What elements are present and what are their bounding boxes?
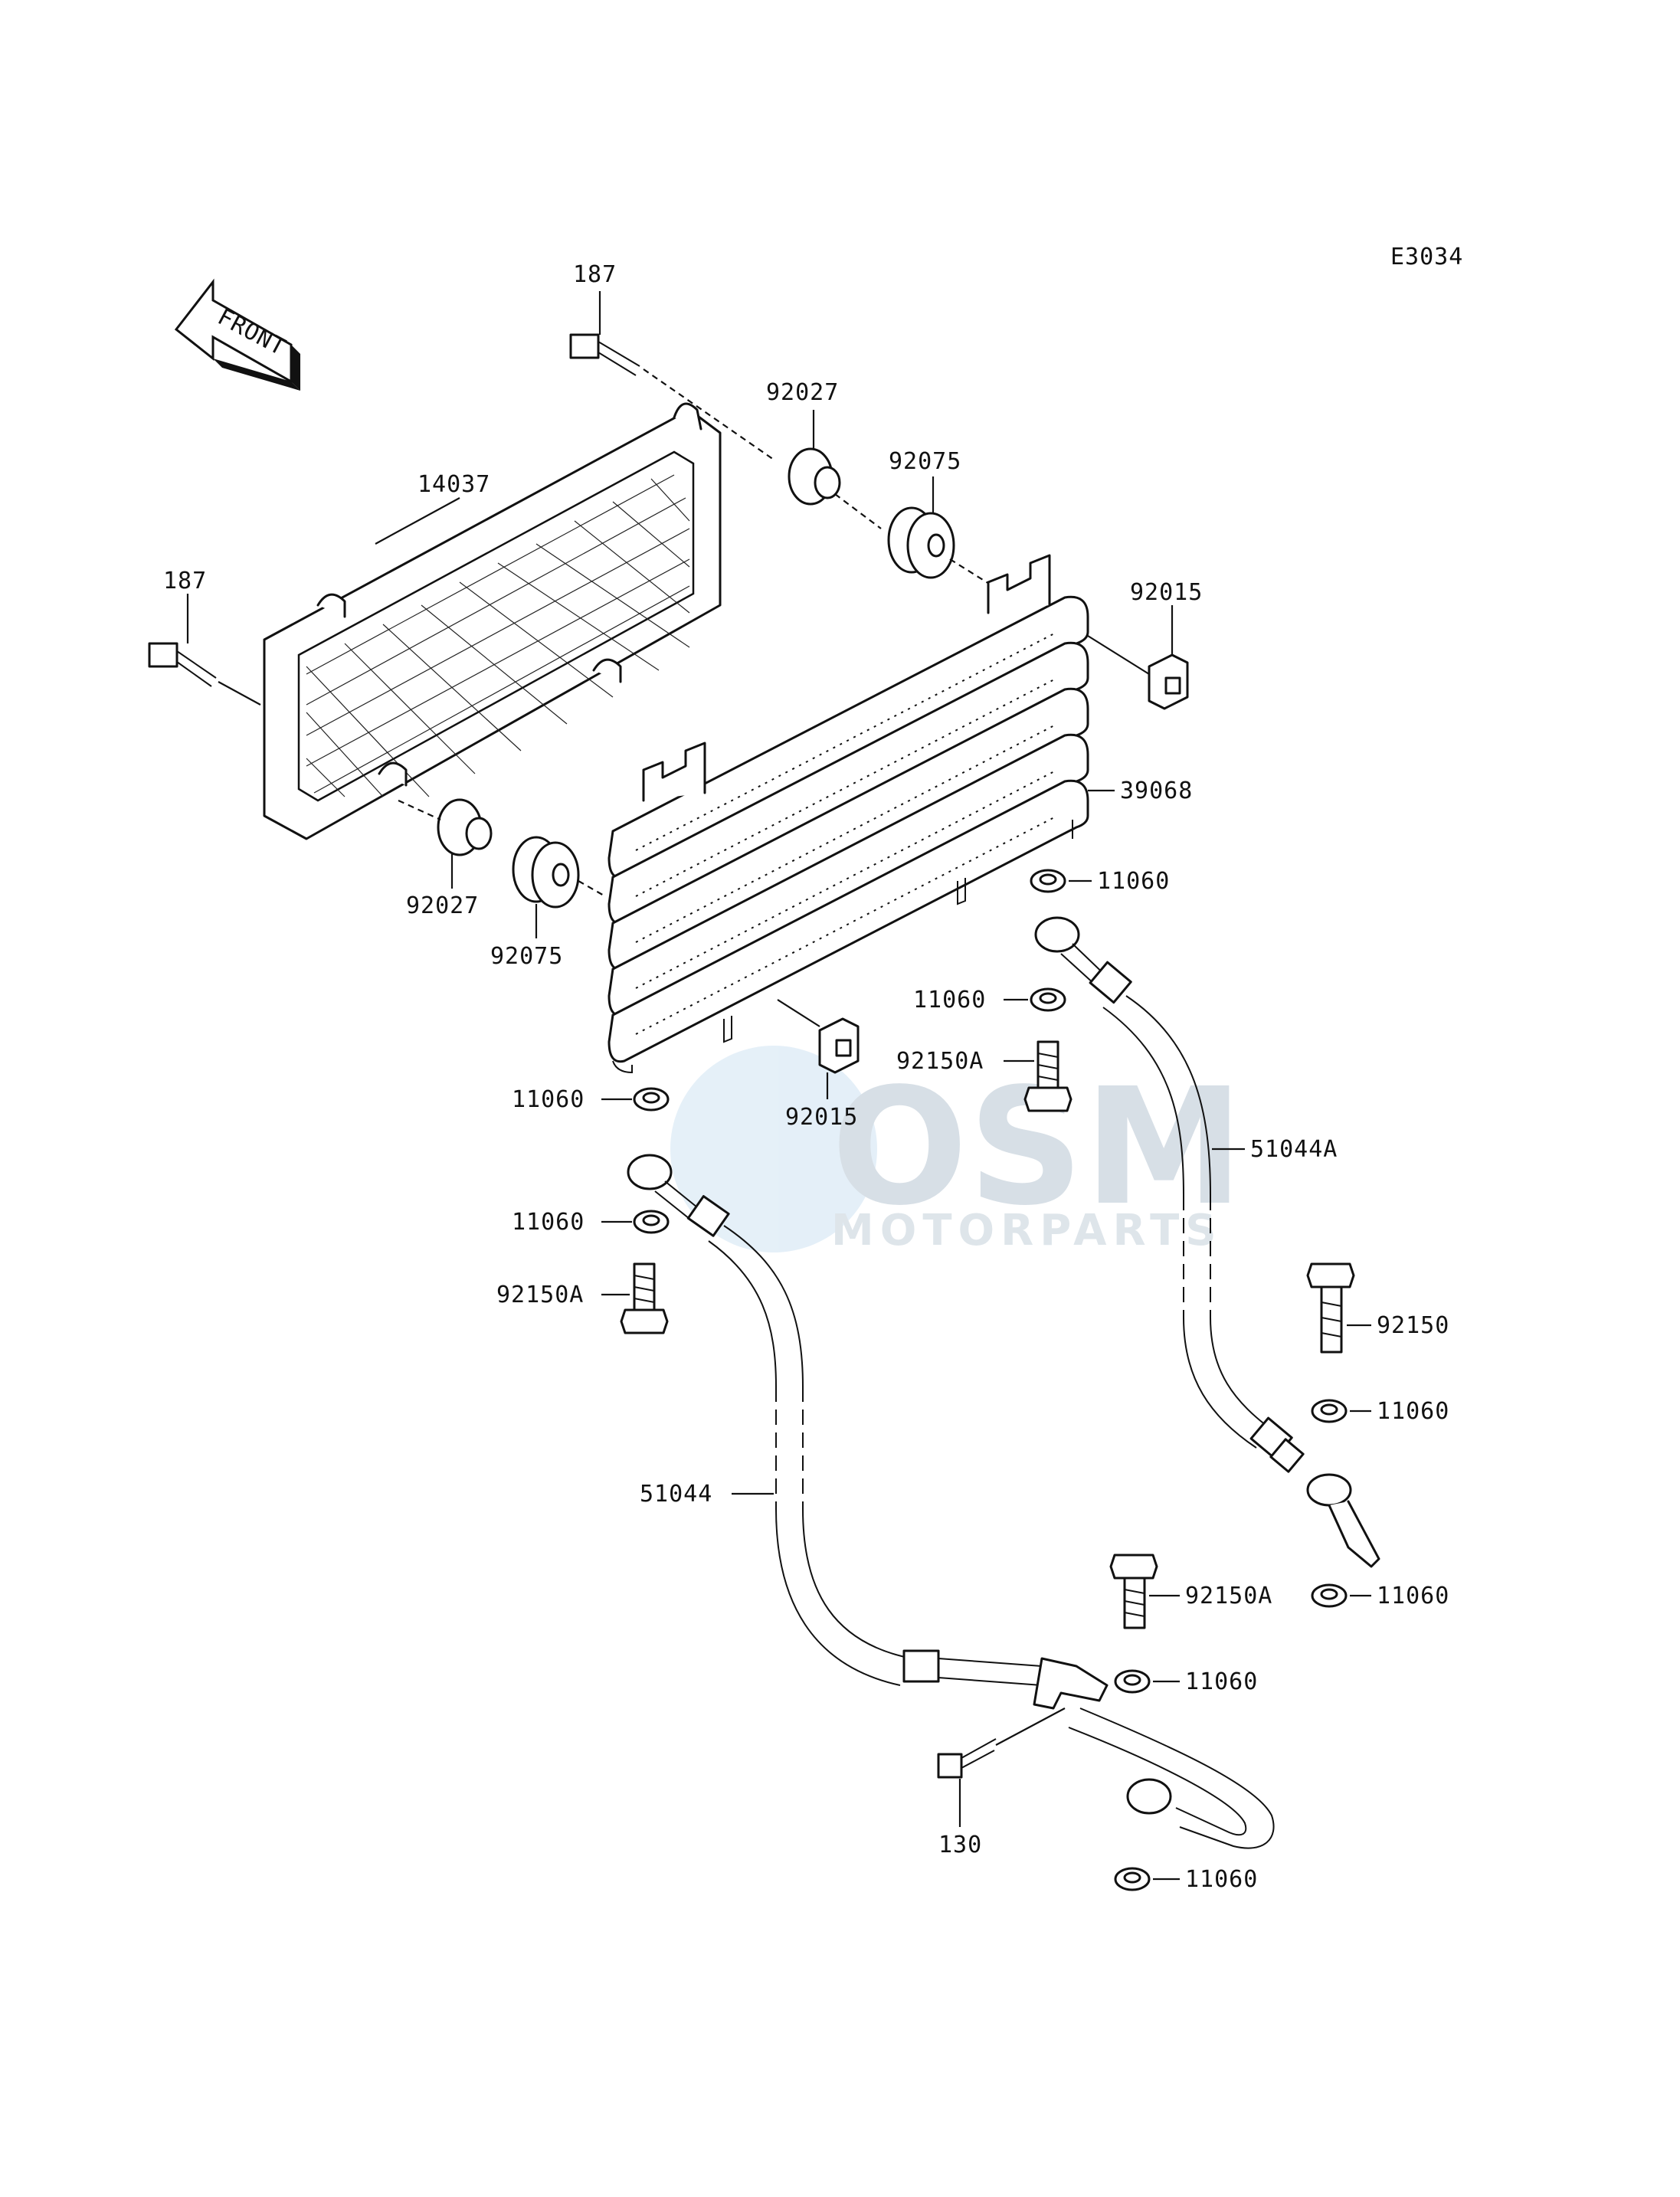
bolt-187-left [148, 642, 261, 706]
watermark-logo: OSM MOTORPARTS [670, 1046, 1244, 1256]
callout-92075-bottom: 92075 [490, 943, 563, 970]
nut-92015-bottom [777, 999, 860, 1074]
watermark-sub: MOTORPARTS [831, 1206, 1223, 1256]
collar-92027-top [788, 447, 882, 529]
washer-11060-a [1030, 869, 1066, 893]
callout-92027-bottom: 92027 [406, 892, 479, 919]
banjo-bolt-92150A-b [620, 1262, 669, 1334]
washer-11060-f [1311, 1583, 1348, 1608]
callout-92150: 92150 [1377, 1312, 1449, 1339]
callout-51044A: 51044A [1250, 1136, 1338, 1163]
callout-187-left: 187 [163, 568, 207, 594]
oil-hose-51044A [1034, 916, 1380, 1568]
grommet-92075-top [887, 506, 1012, 598]
callout-11060-f: 11060 [1377, 1583, 1449, 1609]
washer-11060-g [1114, 1669, 1151, 1694]
callout-11060-a: 11060 [1097, 868, 1170, 895]
callout-187-top: 187 [573, 261, 617, 288]
front-arrow-icon: FRONT [174, 278, 300, 391]
callout-130: 130 [938, 1832, 982, 1858]
callout-11060-c: 11060 [512, 1086, 585, 1113]
callout-11060-g: 11060 [1185, 1668, 1258, 1695]
callout-92015-bottom: 92015 [785, 1104, 858, 1131]
callout-51044: 51044 [640, 1481, 712, 1508]
washer-11060-d [633, 1210, 670, 1234]
collar-92027-bottom [398, 798, 493, 856]
grommet-92075-bottom [512, 836, 606, 909]
callout-92150A-b: 92150A [496, 1282, 584, 1308]
callout-14037: 14037 [418, 471, 490, 498]
banjo-bolt-92150 [1306, 1262, 1355, 1354]
callout-39068: 39068 [1120, 778, 1193, 804]
washer-11060-h [1114, 1867, 1151, 1891]
nut-92015-right [1087, 635, 1189, 710]
callout-11060-d: 11060 [512, 1209, 585, 1236]
callout-92150A-c: 92150A [1185, 1583, 1272, 1609]
oil-cooler-core [607, 554, 1089, 1074]
globe-icon [670, 1046, 877, 1252]
banjo-bolt-92150A-a [1023, 1040, 1073, 1112]
bolt-130 [937, 1708, 1066, 1779]
oil-hose-51044 [627, 1154, 1275, 1849]
callout-11060-h: 11060 [1185, 1866, 1258, 1893]
washer-11060-c [633, 1087, 670, 1112]
callout-11060-b: 11060 [913, 987, 986, 1013]
diagram-code: E3034 [1390, 244, 1463, 270]
callout-11060-e: 11060 [1377, 1398, 1449, 1425]
oil-cooler-screen [263, 402, 722, 840]
bolt-187-top [569, 333, 775, 460]
callout-92027-top: 92027 [766, 379, 839, 406]
banjo-bolt-92150A-c [1109, 1554, 1158, 1629]
washer-11060-e [1311, 1399, 1348, 1423]
washer-11060-b [1030, 987, 1066, 1012]
callout-92150A-a: 92150A [896, 1048, 984, 1075]
callout-92015-right: 92015 [1130, 579, 1203, 606]
callout-92075-top: 92075 [889, 448, 961, 475]
